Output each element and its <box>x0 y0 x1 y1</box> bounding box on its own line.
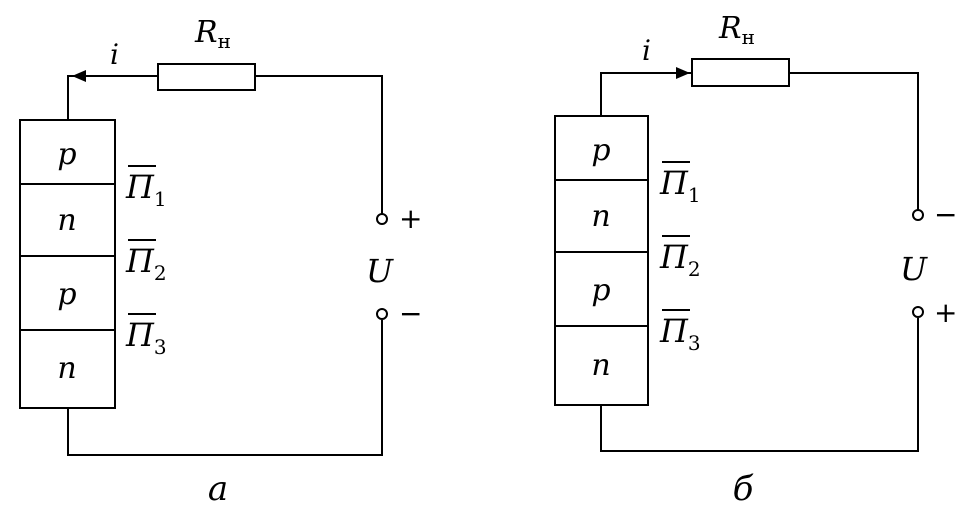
junction-1-label-a: П1 <box>125 168 167 211</box>
diagram-a: Rн i p n p n П1 П2 П3 + − U а <box>19 15 422 509</box>
wire-top-left-a <box>67 75 158 120</box>
terminal-bottom-sign-a: − <box>399 297 422 330</box>
terminal-top-sign-a: + <box>399 202 422 235</box>
junction-1-label-b: П1 <box>659 164 701 207</box>
junction-3-label-a: П3 <box>125 316 167 359</box>
layer-label-4-b: n <box>591 348 610 383</box>
terminal-bottom-sign-b: + <box>934 296 957 329</box>
terminal-bottom-a <box>376 308 388 320</box>
caption-a: а <box>208 469 228 509</box>
diagram-b: Rн i p n p n П1 П2 П3 − + U б <box>554 11 957 509</box>
layer-2-b <box>554 179 649 253</box>
source-label-b: U <box>900 250 928 288</box>
junction-3-label-b: П3 <box>659 312 701 355</box>
wire-bottom-b <box>600 318 919 452</box>
layer-4-a <box>19 329 116 409</box>
layer-4-b <box>554 325 649 406</box>
terminal-top-b <box>912 209 924 221</box>
source-label-a: U <box>366 252 394 290</box>
terminal-top-a <box>376 213 388 225</box>
junction-labels-b: П1 П2 П3 <box>659 161 701 355</box>
layer-3-b <box>554 251 649 327</box>
layer-label-1-a: p <box>57 137 76 172</box>
current-arrow-a <box>72 70 86 82</box>
junction-labels-a: П1 П2 П3 <box>125 165 167 359</box>
current-label-b: i <box>642 34 651 67</box>
thyristor-stack-b: p n p n <box>554 115 649 406</box>
wire-top-left-b <box>600 72 692 116</box>
caption-b: б <box>733 469 754 509</box>
resistor-label-b: Rн <box>718 11 755 49</box>
resistor-b <box>691 58 790 87</box>
layer-label-3-b: p <box>591 273 610 308</box>
layer-label-4-a: n <box>57 351 76 386</box>
wire-bottom-a <box>67 320 383 456</box>
terminal-bottom-b <box>912 306 924 318</box>
current-label-a: i <box>110 38 119 71</box>
junction-2-label-b: П2 <box>659 238 701 281</box>
junction-2-label-a: П2 <box>125 242 167 285</box>
layer-label-2-a: n <box>57 203 76 238</box>
layer-1-b <box>554 115 649 181</box>
current-arrow-b <box>676 67 690 79</box>
wire-top-right-b <box>789 72 919 210</box>
terminal-top-sign-b: − <box>934 198 957 231</box>
thyristor-stack-a: p n p n <box>19 119 116 409</box>
layer-label-1-b: p <box>591 133 610 168</box>
layer-label-2-b: n <box>591 199 610 234</box>
layer-label-3-a: p <box>57 277 76 312</box>
resistor-label-a: Rн <box>194 15 231 53</box>
wire-top-right-a <box>255 75 383 214</box>
layer-2-a <box>19 183 116 257</box>
resistor-a <box>157 63 256 91</box>
